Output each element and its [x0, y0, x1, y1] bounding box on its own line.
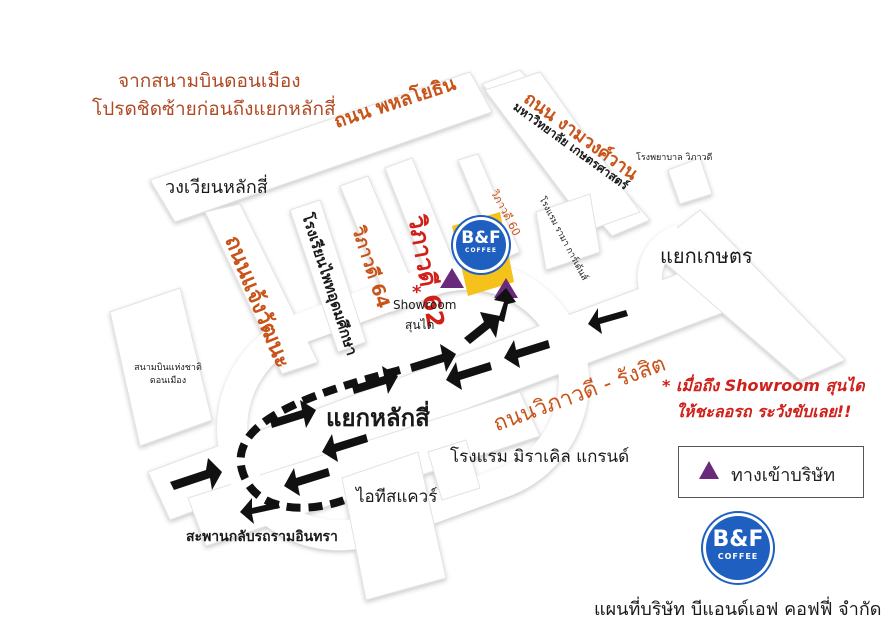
logo-company: B&F COFFEE — [706, 516, 770, 580]
label-it-square: ไอทีสแควร์ — [356, 487, 438, 507]
company-name: แผนที่บริษัท บีแอนด์เอฟ คอฟฟี่ จำกัด — [594, 599, 882, 620]
arrow-back-1 — [588, 308, 628, 334]
building-miracle — [427, 439, 481, 501]
arrow-1 — [270, 400, 316, 428]
arrow-back-6 — [240, 498, 280, 524]
arrow-4 — [464, 312, 500, 344]
showroom-asterisk: * — [412, 282, 422, 303]
arrow-5 — [494, 288, 516, 322]
label-airport-museum: สนามบินแห่งชาติ ดอนเมือง — [134, 363, 202, 386]
building-kasetsart — [484, 71, 641, 231]
label-miracle-grand: โรงแรม มิราเคิล แกรนด์ — [450, 447, 630, 467]
arrow-back-4 — [322, 434, 368, 462]
label-laksi-circle: วงเวียนหลักสี่ — [165, 177, 268, 198]
airport-notice-line1: จากสนามบินดอนเมือง — [118, 70, 301, 92]
arrow-2 — [352, 366, 398, 394]
building-hospital — [667, 157, 713, 205]
road-phahonyothin — [149, 71, 493, 223]
entrance-marker-1 — [440, 268, 464, 288]
arrow-3 — [410, 344, 456, 372]
building-rama-gardens — [535, 193, 601, 271]
label-flyover: สะพานกลับรถรามอินทรา — [186, 529, 338, 545]
logo-company-brand: B&F — [712, 527, 764, 552]
kaset-curve — [637, 224, 685, 314]
label-laksi-intersection: แยกหลักสี่ — [326, 404, 430, 432]
arrow-back-2 — [504, 340, 550, 368]
road-kaset — [649, 209, 846, 381]
logo-map-word: COFFEE — [465, 247, 497, 254]
logo-map: B&F COFFEE — [456, 220, 506, 270]
logo-map-brand: B&F — [461, 228, 501, 248]
arrow-entry — [170, 458, 222, 490]
notice-line2: ให้ชะลอรถ ระวังขับเลย!! — [676, 402, 852, 421]
building-airport-museum — [109, 287, 213, 447]
logo-company-word: COFFEE — [717, 552, 759, 561]
legend-entrance-label: ทางเข้าบริษัท — [731, 465, 836, 486]
label-showroom-sub: สุนได — [405, 318, 435, 332]
route-arrows — [170, 288, 628, 524]
building-it-square — [341, 451, 447, 601]
notice-line1: * เมื่อถึง Showroom สุนได — [662, 376, 865, 395]
label-showroom: Showroom — [393, 298, 457, 312]
label-kaset-intersection: แยกเกษตร — [660, 244, 753, 268]
route-loop — [236, 366, 402, 512]
arrow-back-5 — [284, 468, 330, 496]
building-school — [289, 199, 367, 353]
laksi-uturn-loop — [217, 259, 589, 551]
arrow-back-3 — [446, 362, 492, 390]
airport-notice-line2: โปรดชิดซ้ายก่อนถึงแยกหลักสี่ — [92, 98, 336, 120]
label-vibhavadi-hospital: โรงพยาบาล วิภาวดี — [636, 153, 713, 163]
legend-entrance-icon — [699, 461, 719, 479]
legend: ทางเข้าบริษัท — [678, 446, 864, 498]
